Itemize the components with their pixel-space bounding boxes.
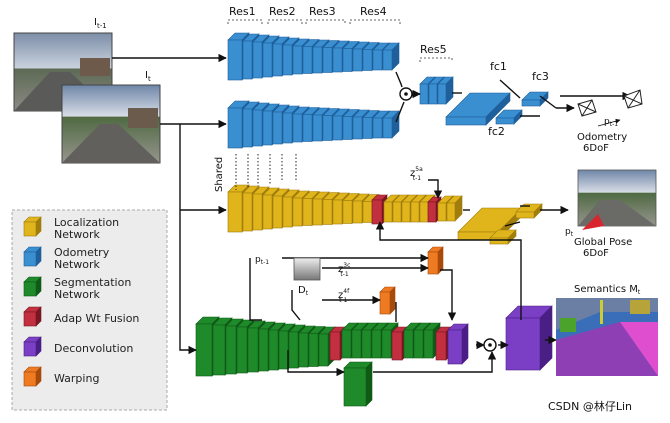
label-res3: Res3	[309, 5, 336, 18]
localization-stack-end-layer	[446, 195, 463, 222]
legend-swatch	[23, 336, 42, 357]
label-res1: Res1	[229, 5, 256, 18]
camera-icon-prev	[577, 99, 597, 117]
label-pose-prev: pt-1	[604, 117, 618, 128]
deconv-block-1	[447, 323, 469, 365]
sum-node-segmentation	[483, 338, 497, 352]
label-res5: Res5	[420, 43, 447, 56]
localization-stack-res5	[383, 194, 436, 223]
legend-swatch	[23, 306, 42, 327]
input-image-current	[61, 84, 161, 164]
label-res2: Res2	[269, 5, 296, 18]
legend-label: Network	[54, 258, 101, 271]
legend-swatch	[23, 276, 42, 297]
odometry-stack-prev-layer	[382, 42, 400, 71]
label-depth: Dt	[298, 285, 309, 297]
legend-label: Adap Wt Fusion	[54, 312, 139, 325]
legend-item: Deconvolution	[23, 336, 133, 357]
odometry-stack-prev	[227, 32, 400, 81]
semantics-output-image	[556, 298, 658, 376]
label-global-dof: 6DoF	[583, 248, 609, 259]
camera-icon-current	[623, 89, 643, 109]
legend-label: Localization	[54, 216, 119, 229]
label-pt: pt	[565, 227, 574, 238]
label-odometry: Odometry	[577, 132, 627, 143]
depth-image	[293, 257, 321, 281]
label-res4: Res4	[360, 5, 387, 18]
sum-node-odometry	[399, 87, 413, 101]
segmentation-stack	[195, 316, 336, 377]
localization-stack	[227, 184, 380, 233]
label-image-current: It	[145, 70, 151, 83]
fc1-block	[445, 92, 511, 126]
legend-swatch	[23, 246, 42, 267]
label-p-input: pt-1	[255, 255, 269, 266]
res5-stack-layer	[437, 76, 454, 105]
res5-stack	[419, 76, 454, 105]
localization-stack-end	[437, 195, 463, 222]
legend-swatch	[23, 366, 42, 387]
segmentation-stack-mid	[341, 322, 399, 359]
legend-item: Warping	[23, 366, 99, 387]
connections	[112, 53, 631, 377]
fc2-block	[495, 109, 523, 125]
label-semantics: Semantics Mt	[574, 284, 641, 296]
legend-label: Odometry	[54, 246, 110, 259]
legend-label: Segmentation	[54, 276, 131, 289]
segmentation-stack-mid2	[403, 322, 441, 359]
legend: LocalizationNetworkOdometryNetworkSegmen…	[11, 209, 168, 411]
legend-label: Network	[54, 228, 101, 241]
legend-label: Network	[54, 288, 101, 301]
label-image-prev: It-1	[94, 17, 107, 30]
label-shared: Shared	[214, 157, 225, 192]
seg-branch-block	[343, 361, 373, 407]
legend-swatch	[23, 216, 42, 237]
label-fc1: fc1	[490, 60, 507, 73]
res-brackets	[227, 19, 453, 62]
legend-item: Adap Wt Fusion	[23, 306, 139, 327]
odometry-stack-current	[227, 100, 400, 149]
legend-label: Warping	[54, 372, 99, 385]
shared-dotted-links	[235, 154, 297, 190]
label-global-pose: Global Pose	[574, 237, 632, 248]
legend-label: Deconvolution	[54, 342, 133, 355]
label-fc2: fc2	[488, 125, 505, 138]
warping-block-1	[427, 246, 444, 275]
global-pose-image	[577, 169, 657, 230]
label-fc3: fc3	[532, 70, 549, 83]
watermark: CSDN @林仔Lin	[548, 399, 632, 413]
warping-block-2	[379, 286, 396, 315]
label-odometry-dof: 6DoF	[583, 143, 609, 154]
deconv-block-2	[505, 305, 553, 371]
